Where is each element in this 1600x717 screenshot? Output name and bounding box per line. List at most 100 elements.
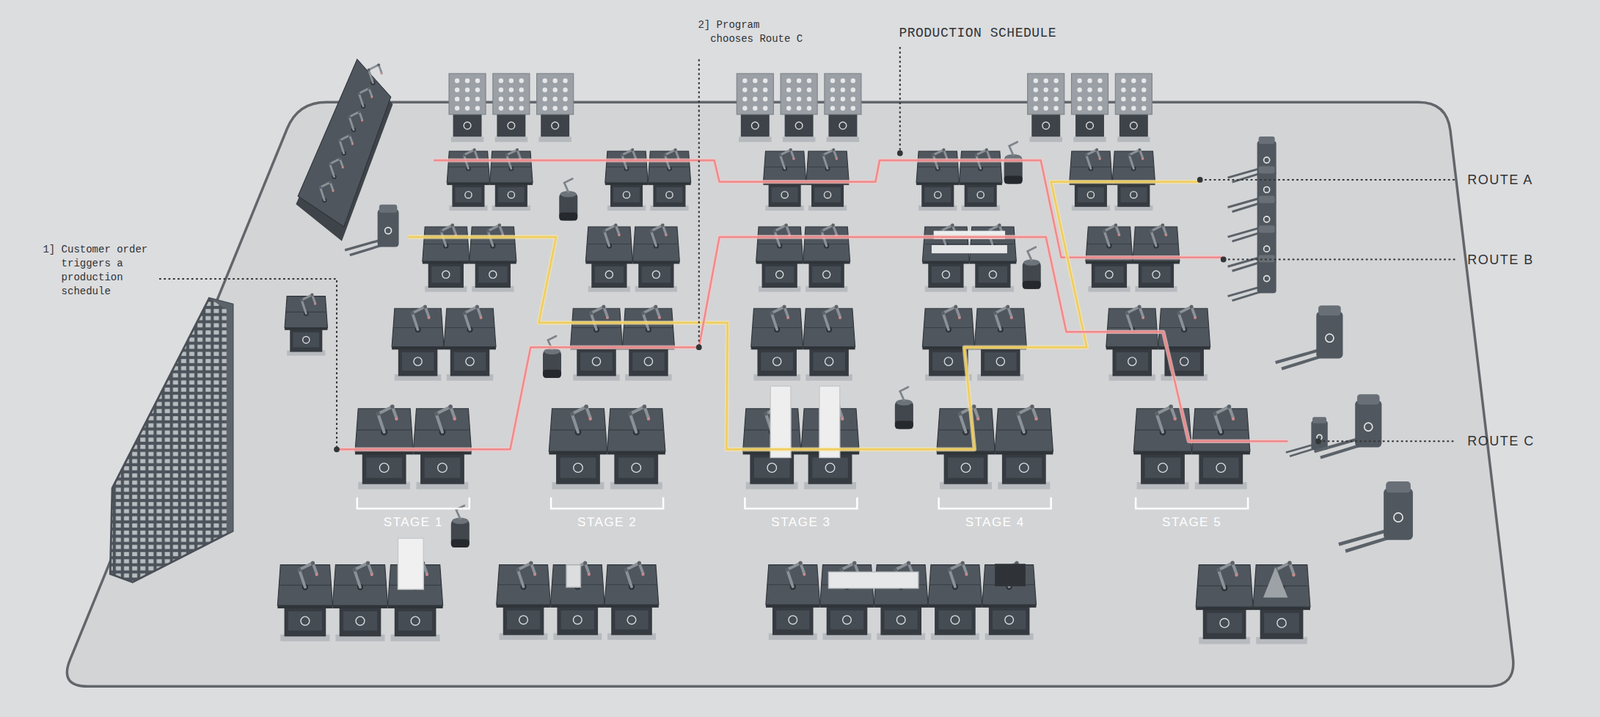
robot-joint [602,228,606,232]
rack-hole [498,105,504,111]
rack-hole [752,105,758,111]
robot-joint [624,567,628,572]
robot-arm [642,306,659,330]
station-cabinet [757,346,797,377]
robot-joint [641,311,645,315]
rack-hole [1043,105,1049,111]
station-cabinet [475,261,511,288]
rack-hole [762,78,768,83]
route-label: ROUTE C [1467,432,1535,450]
station-cabinet [556,604,598,635]
station-cabinet [1091,261,1127,288]
bot-base [451,539,470,548]
station-front [632,352,665,371]
station-cabinet [394,605,437,637]
plate-edge [496,604,551,608]
station-port [1216,462,1226,473]
storage-shelf [110,297,233,582]
station-front [1206,612,1242,633]
station-cabinet [772,604,814,635]
station-port [1086,121,1094,130]
station-port [1180,357,1189,366]
robot-tool [331,190,334,193]
robot-arm [377,406,397,433]
material-column [819,385,840,458]
route-label: ROUTE B [1467,250,1534,268]
plate-edge [550,604,605,608]
station-port [622,191,630,199]
rack-hole [850,87,856,92]
robot-tool [315,572,319,576]
robot-joint [620,153,624,157]
station-port [442,270,450,279]
robot-joint [852,561,857,565]
robot-tool [351,143,354,146]
stage-label: STAGE 4 [965,514,1025,532]
station-front [1115,352,1149,371]
station-cabinet [420,451,465,485]
robot-arm [823,306,840,330]
station-cluster [1133,404,1251,489]
robot-joint [348,133,352,137]
robot-joint [352,567,356,572]
rack-stand [740,114,770,138]
rack-hole [742,87,747,92]
robot-tool [394,417,398,421]
rack-hole [786,105,791,111]
leader-line [159,278,337,449]
robot-joint [663,153,667,157]
rack-hole [552,96,557,102]
robot-joint [821,153,825,157]
robot-joint [993,311,997,315]
plate-edge [391,346,444,350]
agv-cap [1258,165,1276,174]
rack-hole [850,105,856,111]
station-port [1042,121,1050,130]
robot-joint [1127,153,1131,157]
rack-hole [840,96,846,102]
station-port [839,121,847,130]
station-cluster [1195,560,1311,644]
robot-arm [358,88,372,106]
robot-arm [369,64,383,83]
station-front [1264,612,1300,633]
robot-joint [1029,404,1035,409]
robot-arm [412,306,429,330]
rack-hole [562,105,568,111]
agv-ring [1264,186,1270,193]
station-cabinet [1198,451,1243,485]
rack-hole [552,87,557,92]
plate-edge [969,261,1017,264]
agv-ring [1264,275,1270,282]
rack-stand [1075,114,1105,138]
rack-hole [475,96,480,102]
mobile-robot [559,179,578,221]
station-port [413,357,422,366]
plate-edge [355,451,414,455]
rack-hole [1141,96,1146,102]
bot-base [559,212,578,221]
robot-joint [839,567,843,572]
route-line [407,181,1199,450]
robot-joint [769,311,774,315]
station-port [842,615,852,625]
station-cabinet [1260,606,1304,639]
station-port [519,615,529,625]
station-front [288,611,323,631]
robot-joint [642,404,648,409]
robot-joint [390,404,395,409]
station-port [823,191,831,199]
rack-hole [742,105,747,111]
robot-joint [1114,223,1118,227]
robot-tool [838,316,842,320]
station-front [1094,266,1124,283]
robot-joint [997,223,1001,227]
station-port [934,191,942,199]
agv-ring [1364,422,1373,431]
station-front [398,611,433,631]
plate-edge [1085,261,1133,264]
station-cabinet [1203,606,1247,639]
stage-label: STAGE 3 [771,514,831,532]
station-front [812,457,849,478]
robot-joint [347,115,351,119]
